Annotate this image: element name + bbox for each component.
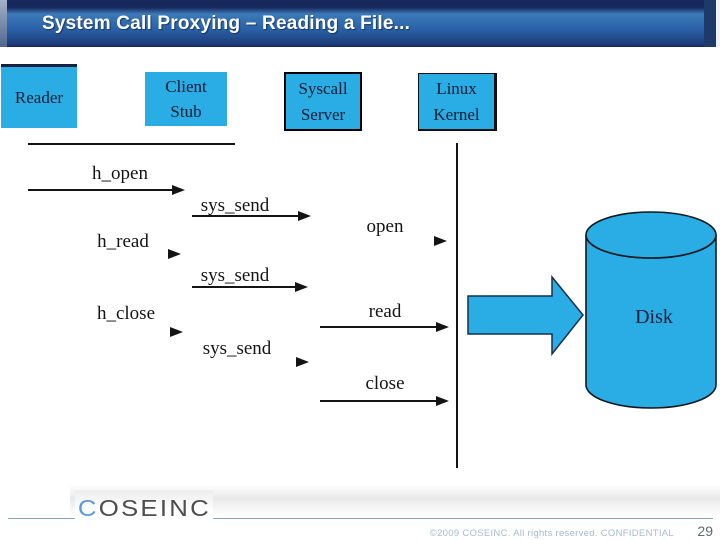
titlebar-right-edge (716, 0, 720, 47)
disk-label: Disk (635, 306, 673, 328)
message-label-read: read (368, 301, 402, 322)
slide-title-bar: System Call Proxying – Reading a File... (0, 0, 720, 47)
message-label-sys-send-2: sys_send (200, 265, 270, 286)
arrow-line-read (320, 326, 436, 328)
actor-label-client: Client (165, 76, 207, 96)
actor-label-kernel: Kernel (433, 104, 480, 124)
coseinc-logo-text: COSEINC (77, 495, 210, 522)
copyright-text: ©2009 COSEINC. All rights reserved. CONF… (429, 528, 674, 539)
actor-box-reader: Reader (1, 64, 77, 128)
open-arrowhead-icon (434, 236, 447, 246)
actor-label-stub: Stub (170, 102, 202, 121)
sys-send-1-arrowhead-icon (298, 211, 311, 221)
message-label-h-close: h_close (96, 303, 156, 324)
titlebar-left-accent (0, 0, 7, 47)
message-label-sys-send-1: sys_send (200, 195, 270, 216)
close-arrowhead-icon (436, 396, 449, 406)
arrow-line-h-open (28, 189, 174, 191)
actor-box-linux-kernel: Linux Kernel (418, 73, 497, 131)
actor-label-linux: Linux (436, 79, 477, 98)
page-number: 29 (697, 523, 713, 539)
actor-label-reader: Reader (14, 87, 64, 107)
slide-title: System Call Proxying – Reading a File... (42, 13, 411, 34)
reader-baseline (28, 143, 235, 145)
kernel-lifeline (456, 143, 458, 468)
arrow-line-close (320, 400, 436, 402)
h-read-arrowhead-icon (168, 249, 181, 259)
h-close-arrowhead-icon (170, 327, 183, 337)
actor-box-syscall-server: Syscall Server (284, 72, 362, 131)
logo-letter-c: C (77, 495, 99, 521)
read-arrowhead-icon (436, 322, 449, 332)
titlebar-right-accent (704, 0, 716, 47)
sys-send-3-arrowhead-icon (296, 357, 309, 367)
message-label-h-open: h_open (92, 163, 148, 184)
h-open-arrowhead-icon (172, 185, 185, 195)
actor-label-syscall: Syscall (298, 79, 348, 98)
message-label-close: close (365, 373, 405, 394)
sys-send-2-arrowhead-icon (295, 282, 308, 292)
footer-divider-line (8, 518, 713, 519)
arrow-line-sys-send-1 (192, 215, 298, 217)
actor-label-server: Server (300, 104, 346, 124)
disk-cylinder-icon (585, 211, 717, 409)
actor-box-client-stub: Client Stub (145, 72, 227, 126)
arrow-line-sys-send-2 (192, 286, 295, 288)
logo-letters-oseinc: OSEINC (98, 495, 211, 521)
message-label-open: open (366, 216, 404, 237)
message-label-sys-send-3: sys_send (202, 338, 272, 359)
message-label-h-read: h_read (97, 231, 149, 252)
flow-arrow-icon (467, 274, 584, 357)
coseinc-logo: COSEINC (75, 490, 213, 527)
